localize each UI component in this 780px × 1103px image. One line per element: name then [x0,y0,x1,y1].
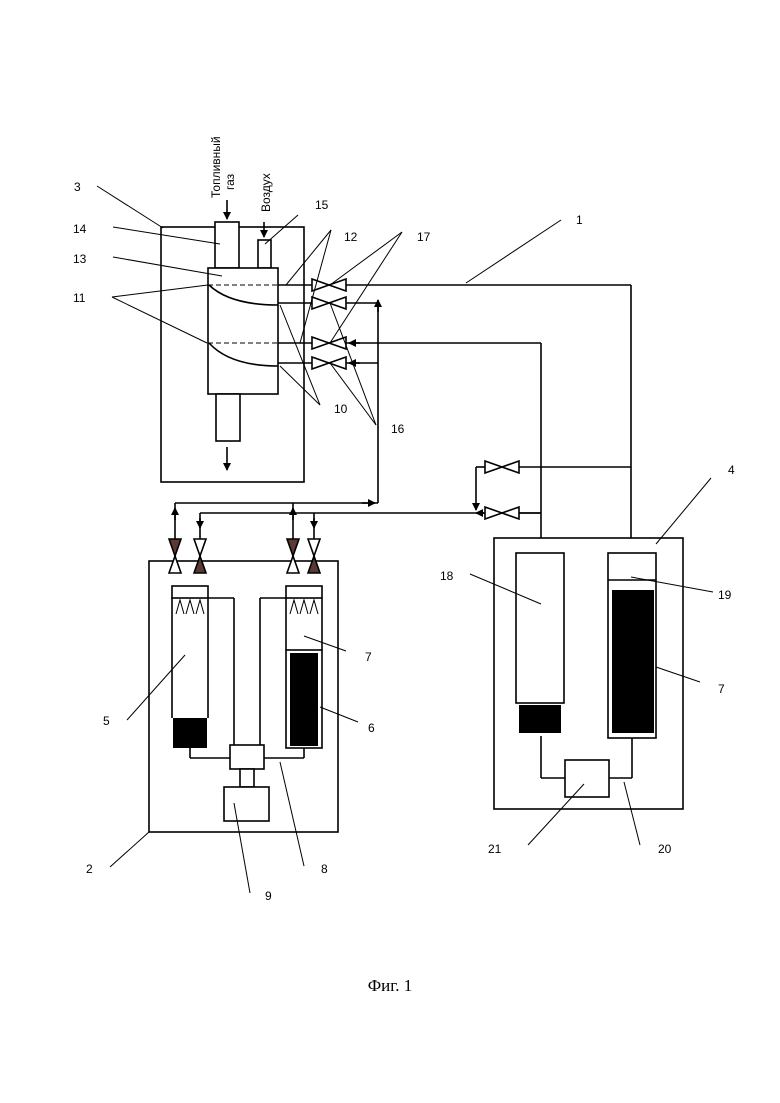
valve-bypass-1 [485,461,519,473]
label-air: Воздух [259,173,273,212]
unit-9 [224,787,269,821]
label-10: 10 [334,402,348,416]
reactor-body-13 [208,268,278,394]
reactor-block-3 [161,200,304,482]
tank-19-fill [612,590,654,733]
exhaust-pipe [216,394,240,441]
compressor-box [230,745,264,769]
label-13: 13 [73,252,87,266]
label-fuel-gas-1: Топливный [209,136,223,198]
label-12: 12 [344,230,358,244]
fuel-inlet-14 [215,222,239,268]
label-8: 8 [321,862,328,876]
tank-5-fill [173,718,207,748]
label-1: 1 [576,213,583,227]
valve-bypass-2 [485,507,519,519]
label-20: 20 [658,842,672,856]
tank-5-head [172,586,208,598]
valve-v1-top [169,539,181,556]
valve-upper-2 [312,297,346,309]
tank-6-fill [290,653,318,746]
valve-v3-top [287,539,299,556]
label-7-right: 7 [718,682,725,696]
label-15: 15 [315,198,329,212]
unit-21 [565,760,609,797]
label-fuel-gas-2: газ [223,173,237,190]
label-14: 14 [73,222,87,236]
label-2: 2 [86,862,93,876]
label-4: 4 [728,463,735,477]
valve-v4-top [308,539,320,556]
label-7-left: 7 [365,650,372,664]
label-6: 6 [368,721,375,735]
label-21: 21 [488,842,502,856]
label-5: 5 [103,714,110,728]
label-16: 16 [391,422,405,436]
tank-18 [516,553,564,703]
label-9: 9 [265,889,272,903]
valves-17-16 [312,279,519,519]
label-19: 19 [718,588,732,602]
label-17: 17 [417,230,431,244]
storage-block-4 [494,538,683,809]
valve-lower-1 [312,337,346,349]
tank-6-head [286,586,322,598]
valve-v2-top [194,539,206,556]
label-3: 3 [74,180,81,194]
label-18: 18 [440,569,454,583]
storage-block-2 [149,539,338,832]
label-11: 11 [73,291,86,305]
air-inlet-15 [258,240,271,268]
figure-caption: Фиг. 1 [368,976,413,995]
tank-18-fill [519,705,561,733]
valve-lower-2 [312,357,346,369]
